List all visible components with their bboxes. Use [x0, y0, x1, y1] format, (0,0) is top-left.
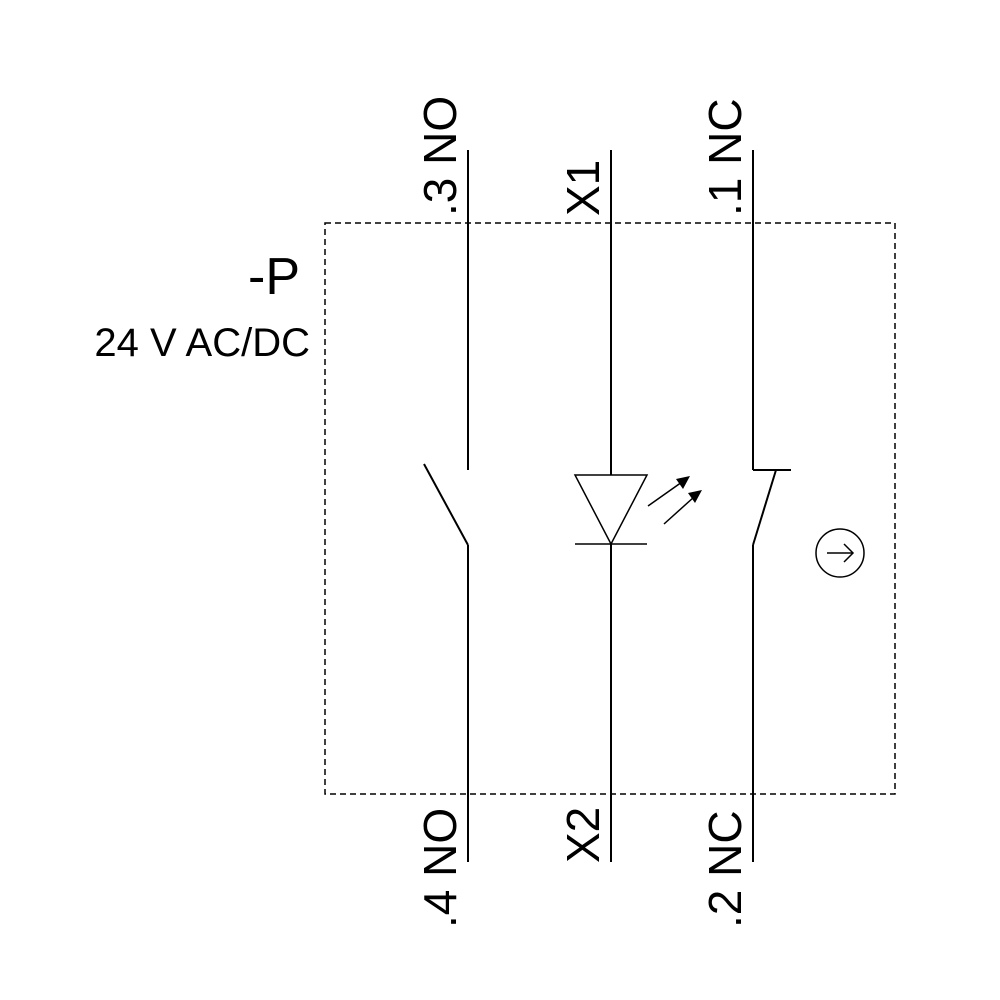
- terminal-label-nc-bottom: .2 NC: [699, 810, 751, 928]
- led-branch: [573, 150, 702, 862]
- nc-contact-switch-icon: [752, 469, 791, 546]
- no-contact-switch-icon: [423, 463, 469, 546]
- terminal-label-no-bottom: .4 NO: [414, 808, 466, 928]
- nc-contact-branch: [752, 150, 791, 862]
- terminal-label-nc-top: .1 NC: [699, 98, 751, 216]
- device-tag: -P: [248, 248, 300, 306]
- actuator-arrow-icon: [815, 528, 865, 578]
- device-rating: 24 V AC/DC: [94, 321, 310, 365]
- no-contact-branch: [423, 150, 469, 862]
- led-icon: [573, 474, 702, 546]
- terminal-label-led-bottom: X2: [557, 807, 609, 863]
- terminal-label-no-top: .3 NO: [414, 96, 466, 216]
- terminal-label-led-top: X1: [557, 160, 609, 216]
